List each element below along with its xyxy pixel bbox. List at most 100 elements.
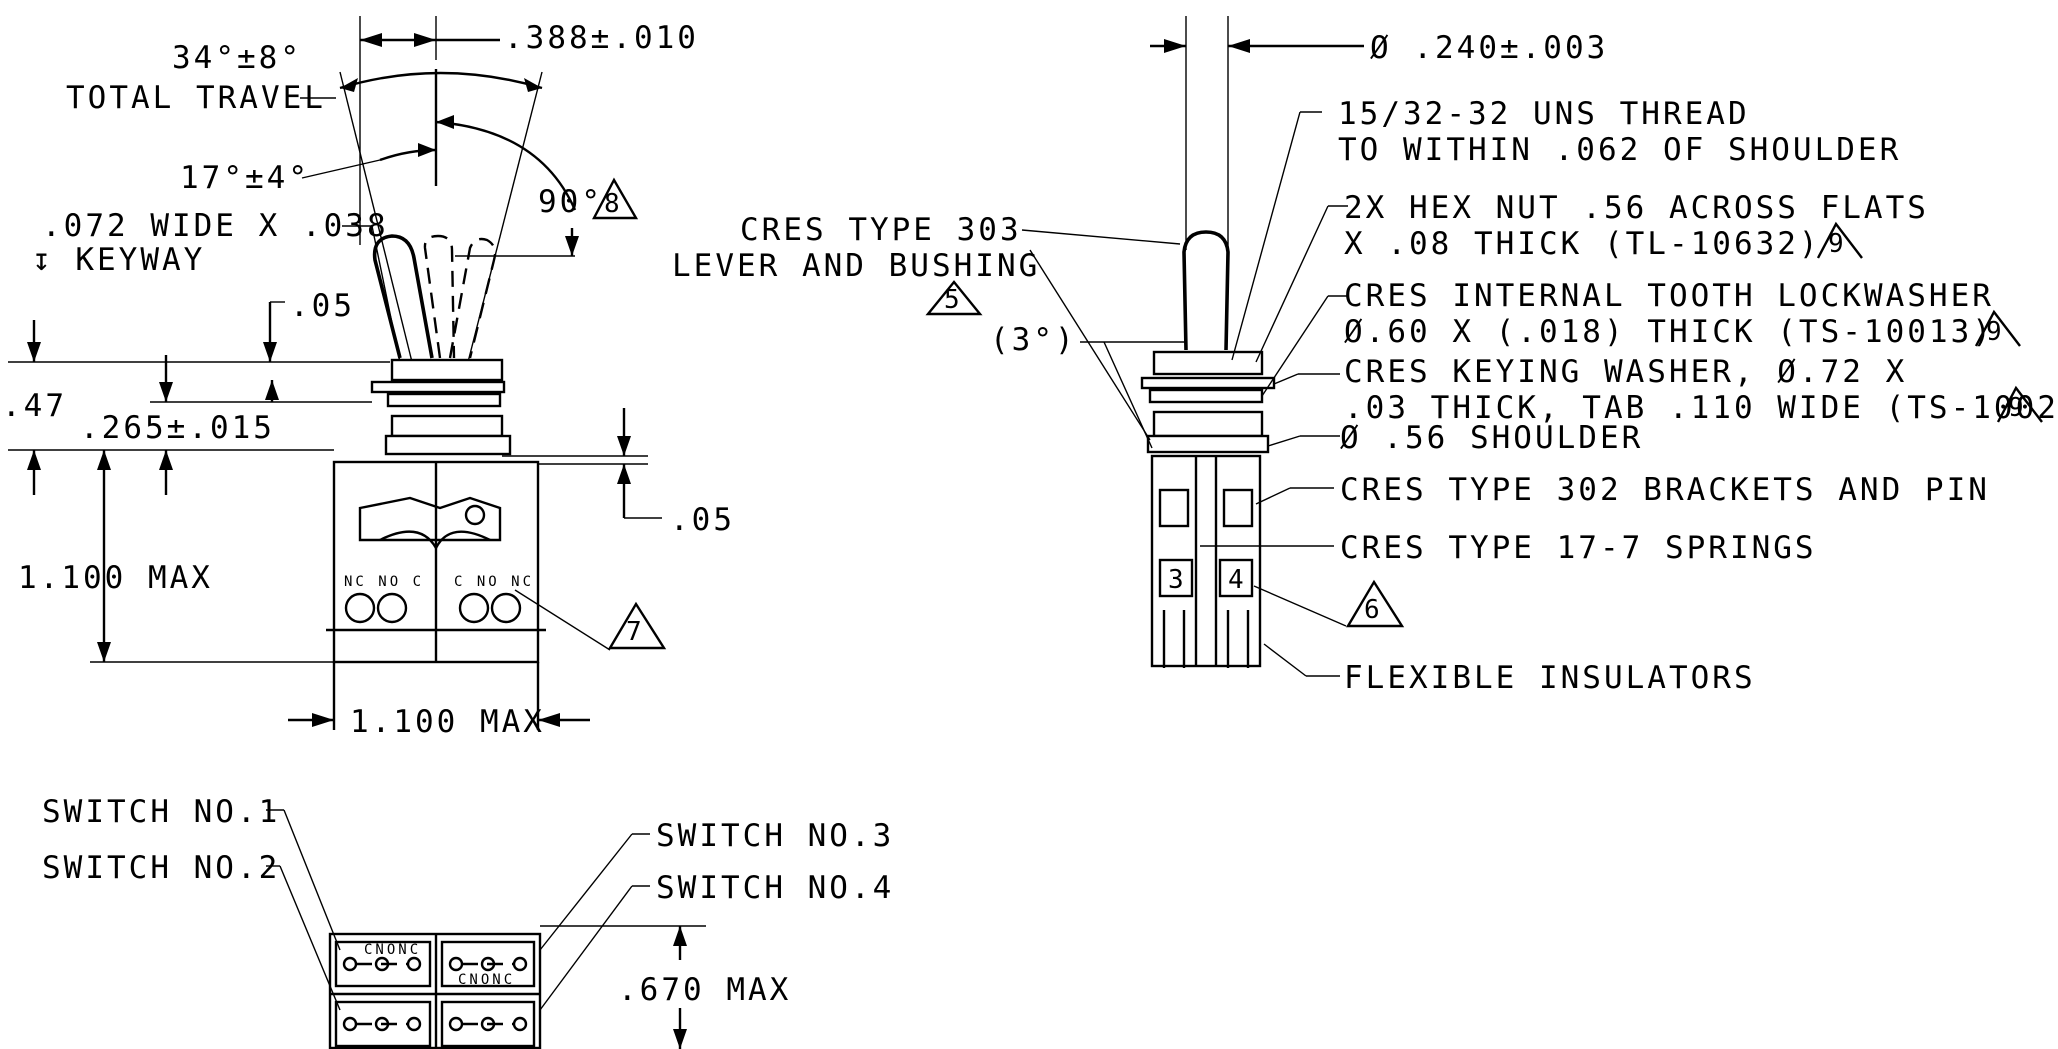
thread-label: 15/32-32 UNS THREAD — [1338, 96, 1750, 132]
lever-material-2-label: LEVER AND BUSHING — [672, 248, 1040, 284]
terminal — [344, 592, 376, 624]
leader-line — [1103, 341, 1153, 449]
keying-flag-number: 9 — [2008, 393, 2027, 423]
hex-nut — [390, 358, 504, 382]
lever-diameter-label: Ø .240±.003 — [1370, 30, 1608, 66]
overall-dim-label: .47 — [2, 388, 67, 424]
arrowhead — [436, 115, 454, 129]
terminal — [376, 592, 408, 624]
arrowhead — [27, 450, 41, 470]
lockwasher-label: CRES INTERNAL TOOTH LOCKWASHER — [1344, 278, 1994, 314]
terminal — [342, 956, 358, 972]
front-view: NC NO C C NO NC 7 — [2, 16, 735, 740]
shoulder — [384, 434, 512, 456]
lockwasher-flag-number: 9 — [1986, 317, 2005, 347]
terminal — [490, 592, 522, 624]
leader-line — [1273, 373, 1299, 385]
hex-nut — [1152, 350, 1264, 376]
arrowhead — [673, 1029, 687, 1049]
flag-triangle-9 — [1816, 221, 1863, 259]
springs-label: CRES TYPE 17-7 SPRINGS — [1340, 530, 1817, 566]
leader-line — [301, 159, 381, 179]
switch-3-block — [1158, 558, 1194, 598]
contact-spring — [379, 530, 491, 551]
flag-7-number: 7 — [626, 617, 645, 647]
terminal — [448, 1016, 464, 1032]
arrowhead — [617, 436, 631, 456]
switch-1-block — [334, 940, 432, 988]
arrowhead — [97, 450, 111, 470]
arrowhead — [27, 342, 41, 362]
terminal — [406, 1016, 422, 1032]
spring-housing — [1222, 488, 1254, 528]
arrowhead — [265, 380, 279, 400]
arrowhead — [97, 642, 111, 662]
arrowhead — [340, 78, 358, 92]
lever-dim-label: .388±.010 — [504, 20, 699, 56]
arrowhead — [360, 33, 382, 47]
hex-nut-label: 2X HEX NUT .56 ACROSS FLATS — [1344, 190, 1929, 226]
width-max-label: 1.100 MAX — [350, 704, 545, 740]
total-travel-label: TOTAL TRAVEL — [66, 80, 326, 116]
arrowhead — [414, 33, 436, 47]
terminals-left-label: NC NO C — [344, 574, 424, 590]
switch-4-block — [1218, 558, 1254, 598]
flag-triangle-5 — [925, 280, 983, 316]
travel-angle-label: 34°±8° — [172, 40, 302, 76]
arrowhead — [617, 464, 631, 484]
switch-3-label: 3 — [1168, 565, 1187, 595]
right-angle-arc — [435, 120, 577, 211]
bottom-view: CNONC CNONC SWITCH NO.1 SWITCH NO.2 SWIT… — [42, 794, 891, 1049]
shoulder-label: Ø .56 SHOULDER — [1340, 420, 1643, 456]
arrowhead — [418, 143, 436, 157]
flag-triangle-9 — [1974, 309, 2021, 347]
spring-flag-number: 6 — [1364, 595, 1383, 625]
flag-triangle-8 — [592, 177, 639, 220]
shoulder — [1146, 434, 1270, 454]
angle-ref-label: (3°) — [990, 322, 1077, 358]
flag-8-number: 8 — [604, 189, 623, 219]
switch-2-label: SWITCH NO.2 — [42, 850, 280, 886]
lockwasher — [1148, 388, 1264, 404]
small-dim-a-label: .05 — [290, 288, 355, 324]
pivot — [464, 504, 486, 526]
spring-housing — [1158, 488, 1190, 528]
switch-4-label: 4 — [1228, 565, 1247, 595]
arrowhead — [565, 236, 579, 256]
brackets-label: CRES TYPE 302 BRACKETS AND PIN — [1340, 472, 1990, 508]
arrowhead — [538, 713, 560, 727]
leader-line — [539, 885, 633, 1011]
leader-line — [1261, 295, 1329, 397]
terminal — [406, 956, 422, 972]
arrowhead — [159, 450, 173, 470]
keyway-label: ↧ KEYWAY — [32, 242, 205, 278]
hex-flag-number: 9 — [1828, 229, 1847, 259]
lockwasher — [386, 392, 502, 408]
terminal — [512, 1016, 528, 1032]
arrowhead — [263, 342, 277, 362]
terminal — [512, 956, 528, 972]
leader-line — [279, 865, 341, 1011]
travel-ray-left — [339, 71, 413, 363]
switch-3-block — [440, 940, 536, 988]
flag-triangle-7 — [607, 601, 667, 650]
side-view: 3 4 Ø .240±.003 15/32-32 UNS THREAD TO W… — [672, 16, 2058, 696]
actuator-window — [358, 496, 502, 542]
lever-phantom — [448, 237, 497, 359]
arrowhead — [1164, 39, 1186, 53]
side-housing — [1150, 454, 1262, 668]
terminals-right-label: C NO NC — [454, 574, 534, 590]
keyway-size-label: .072 WIDE X .038 — [42, 208, 389, 244]
arrowhead — [312, 713, 334, 727]
height-max-label: 1.100 MAX — [18, 560, 213, 596]
half-angle-label: 17°±4° — [180, 160, 310, 196]
terminal — [342, 1016, 358, 1032]
switch-1-label: SWITCH NO.1 — [42, 794, 280, 830]
leader-line — [371, 225, 401, 363]
small-dim-b-label: .05 — [670, 502, 735, 538]
flag-triangle-6 — [1345, 579, 1405, 628]
switch-4-block — [440, 1000, 536, 1048]
leader-line — [1267, 435, 1301, 447]
thread-note-label: TO WITHIN .062 OF SHOULDER — [1338, 132, 1901, 168]
